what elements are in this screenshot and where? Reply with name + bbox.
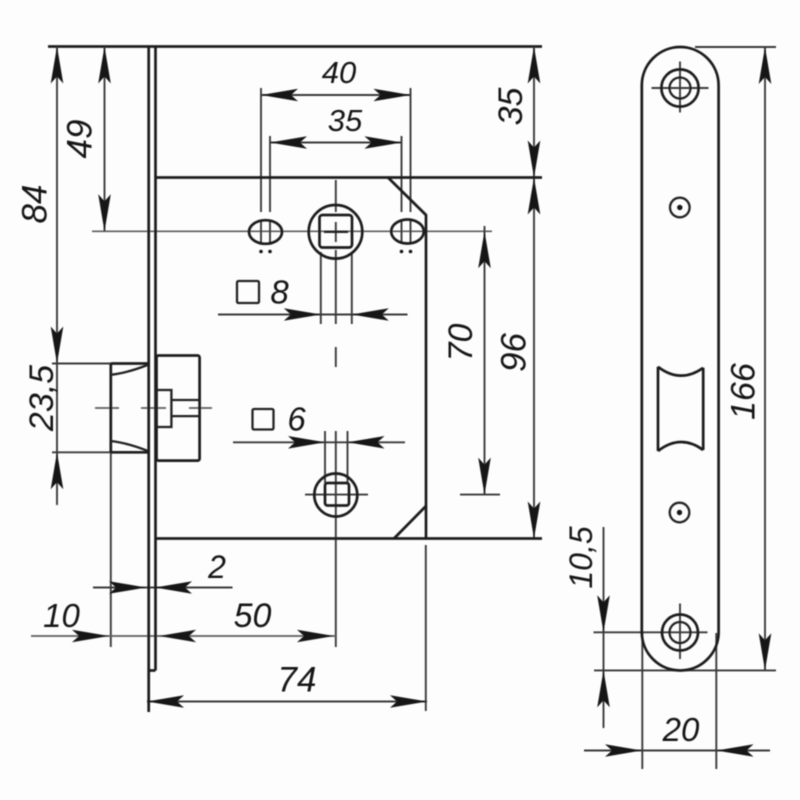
- svg-text:10,5: 10,5: [563, 526, 599, 588]
- svg-text:8: 8: [270, 274, 289, 311]
- svg-text:20: 20: [662, 711, 700, 748]
- svg-text:6: 6: [287, 401, 306, 438]
- svg-text:35: 35: [328, 103, 363, 138]
- svg-text:74: 74: [278, 661, 317, 700]
- svg-text:2: 2: [207, 549, 226, 585]
- svg-text:96: 96: [495, 333, 534, 372]
- svg-text:84: 84: [16, 185, 55, 224]
- svg-text:40: 40: [322, 55, 356, 90]
- svg-text:35: 35: [492, 88, 530, 126]
- svg-text:70: 70: [442, 324, 480, 362]
- svg-text:49: 49: [61, 120, 100, 159]
- svg-text:166: 166: [725, 363, 763, 420]
- svg-text:50: 50: [234, 597, 272, 635]
- svg-text:10: 10: [43, 597, 80, 634]
- svg-text:23,5: 23,5: [23, 365, 61, 432]
